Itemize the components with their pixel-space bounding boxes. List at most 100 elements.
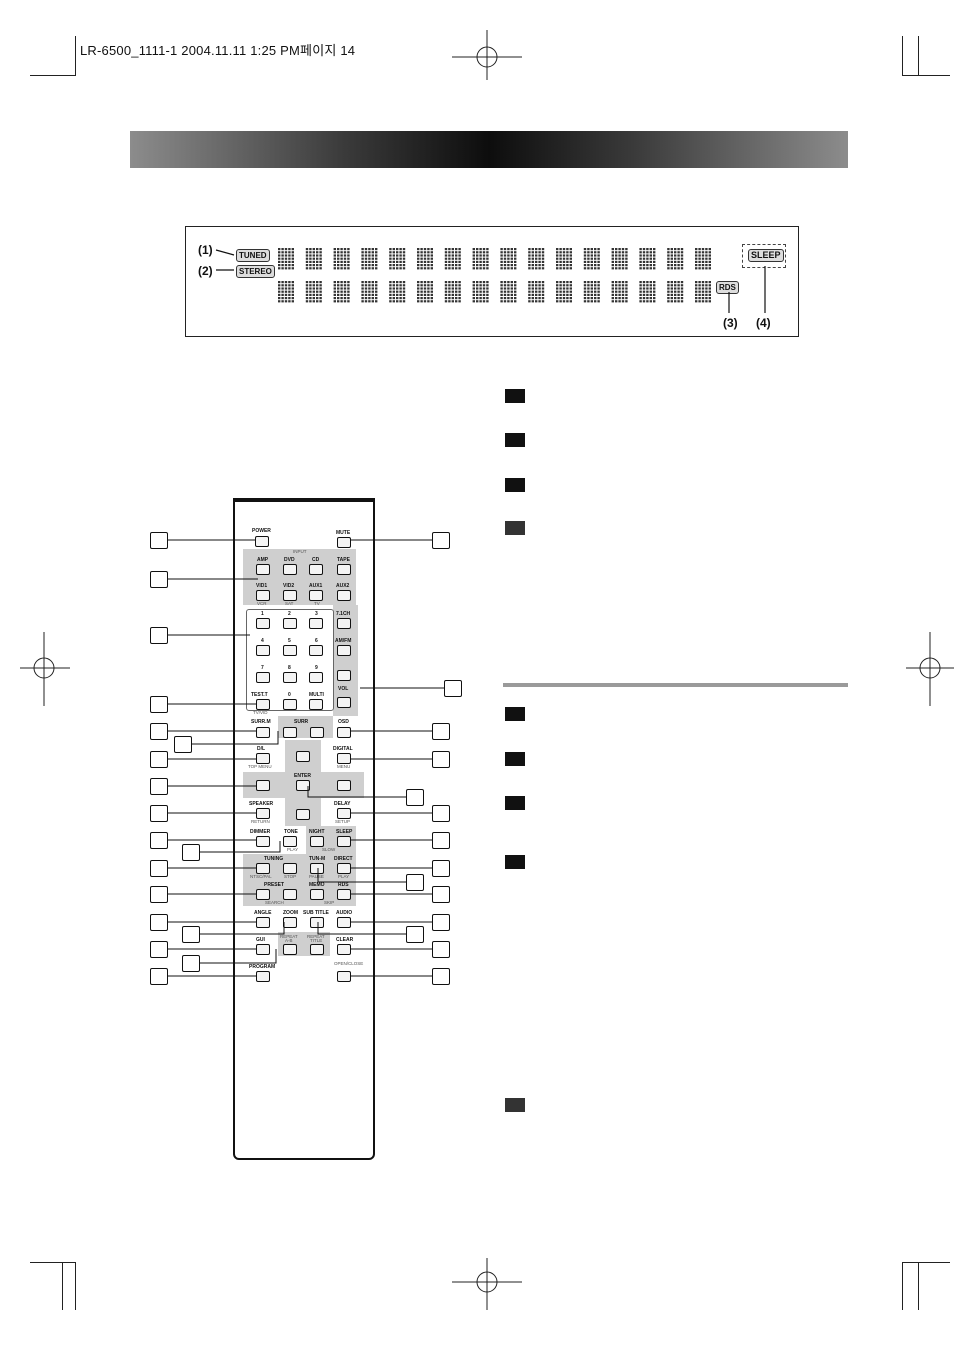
enter-button[interactable] [296, 780, 310, 791]
sleep-button[interactable] [337, 836, 351, 847]
sat-label: SAT [285, 601, 294, 606]
dimmer-button[interactable] [256, 836, 270, 847]
tape-button[interactable] [337, 564, 351, 575]
digit-6-button[interactable] [309, 645, 323, 656]
mute-button[interactable] [337, 537, 351, 548]
vid1-button[interactable] [256, 590, 270, 601]
71ch-button[interactable] [337, 618, 351, 629]
clear-label: CLEAR [336, 937, 354, 943]
display-character-cell [695, 281, 711, 303]
cursor-right-button[interactable] [337, 780, 351, 791]
digit-2-button[interactable] [283, 618, 297, 629]
night-button[interactable] [310, 836, 324, 847]
callout-number-box [182, 844, 200, 861]
cursor-up-button[interactable] [296, 751, 310, 762]
tone-label: TONE [284, 829, 298, 835]
callout-number-box [150, 723, 168, 740]
cursor-left-button[interactable] [256, 780, 270, 791]
delay-button[interactable] [337, 808, 351, 819]
repeat-ab-label: REPEAT [280, 934, 298, 939]
digit-1-button[interactable] [256, 618, 270, 629]
audio-button[interactable] [337, 917, 351, 928]
digit-2-label: 2 [288, 611, 291, 617]
osd-label: OSD [338, 719, 349, 725]
aux2-button[interactable] [337, 590, 351, 601]
clear-button[interactable] [337, 944, 351, 955]
section-marker [505, 796, 525, 810]
angle-button[interactable] [256, 917, 270, 928]
digit-3-button[interactable] [309, 618, 323, 629]
display-character-cell [444, 248, 461, 270]
night-label: NIGHT [309, 829, 325, 835]
gui-button[interactable] [256, 944, 270, 955]
callout-number-box [150, 627, 168, 644]
display-character-cell [667, 281, 684, 303]
aux1-button[interactable] [309, 590, 323, 601]
open-close-button[interactable] [337, 971, 351, 982]
display-callout-4: (4) [756, 316, 771, 330]
top-menu-label: TOP MENU [248, 764, 272, 769]
testt-button[interactable] [256, 699, 270, 710]
display-callout-1: (1) [198, 243, 213, 257]
rds-button[interactable] [337, 889, 351, 900]
multi-button[interactable] [309, 699, 323, 710]
vid2-button[interactable] [283, 590, 297, 601]
digit-8-button[interactable] [283, 672, 297, 683]
repeat-ab-button[interactable] [283, 944, 297, 955]
display-character-cell [611, 248, 628, 270]
display-character-cell [583, 281, 600, 303]
vid2-label: VID2 [283, 583, 295, 589]
volume-down-button[interactable] [337, 697, 351, 708]
tunm-button[interactable] [310, 863, 324, 874]
amp-label: AMP [257, 557, 269, 563]
repeat-title-label: REPEAT [307, 934, 325, 939]
cd-button[interactable] [309, 564, 323, 575]
digit-5-button[interactable] [283, 645, 297, 656]
tone-button[interactable] [283, 836, 297, 847]
enter-label: ENTER [294, 773, 311, 779]
display-character-cell [278, 248, 294, 270]
power-button[interactable] [255, 536, 269, 547]
direct-button[interactable] [337, 863, 351, 874]
front-display-panel: (1) (2) TUNED STEREO RDS SLEEP (3) (4) [185, 226, 799, 337]
tuning-down-button[interactable] [256, 863, 270, 874]
surrm-button[interactable] [256, 727, 270, 738]
digit-7-button[interactable] [256, 672, 270, 683]
surr-up-button[interactable] [310, 727, 324, 738]
tape-label: TAPE [337, 557, 350, 563]
digit-4-button[interactable] [256, 645, 270, 656]
callout-number-box [150, 886, 168, 903]
digital-button[interactable] [337, 753, 351, 764]
digit-9-button[interactable] [309, 672, 323, 683]
display-character-cell [361, 248, 378, 270]
callout-number-box [432, 805, 450, 822]
dvd-button[interactable] [283, 564, 297, 575]
zoom-button[interactable] [283, 917, 297, 928]
dl-button[interactable] [256, 753, 270, 764]
program-button[interactable] [256, 971, 270, 982]
section-marker [505, 752, 525, 766]
amfm-button[interactable] [337, 645, 351, 656]
section-marker [505, 389, 525, 403]
tv-label: TV [314, 601, 320, 606]
display-character-cell [639, 248, 656, 270]
digit-0-button[interactable] [283, 699, 297, 710]
amp-button[interactable] [256, 564, 270, 575]
preset-down-button[interactable] [256, 889, 270, 900]
preset-up-button[interactable] [283, 889, 297, 900]
tvvid-label: TV/VID [253, 710, 268, 715]
display-character-cell [472, 248, 489, 270]
digit-9-label: 9 [315, 665, 318, 671]
subtitle-button[interactable] [310, 917, 324, 928]
repeat-title-button[interactable] [310, 944, 324, 955]
memo-button[interactable] [310, 889, 324, 900]
section-divider [503, 683, 848, 687]
cursor-down-button[interactable] [296, 809, 310, 820]
skip-label: SKIP [324, 900, 335, 905]
callout-number-box [150, 532, 168, 549]
surr-down-button[interactable] [283, 727, 297, 738]
osd-button[interactable] [337, 727, 351, 738]
volume-up-button[interactable] [337, 670, 351, 681]
tuning-up-button[interactable] [283, 863, 297, 874]
speaker-button[interactable] [256, 808, 270, 819]
